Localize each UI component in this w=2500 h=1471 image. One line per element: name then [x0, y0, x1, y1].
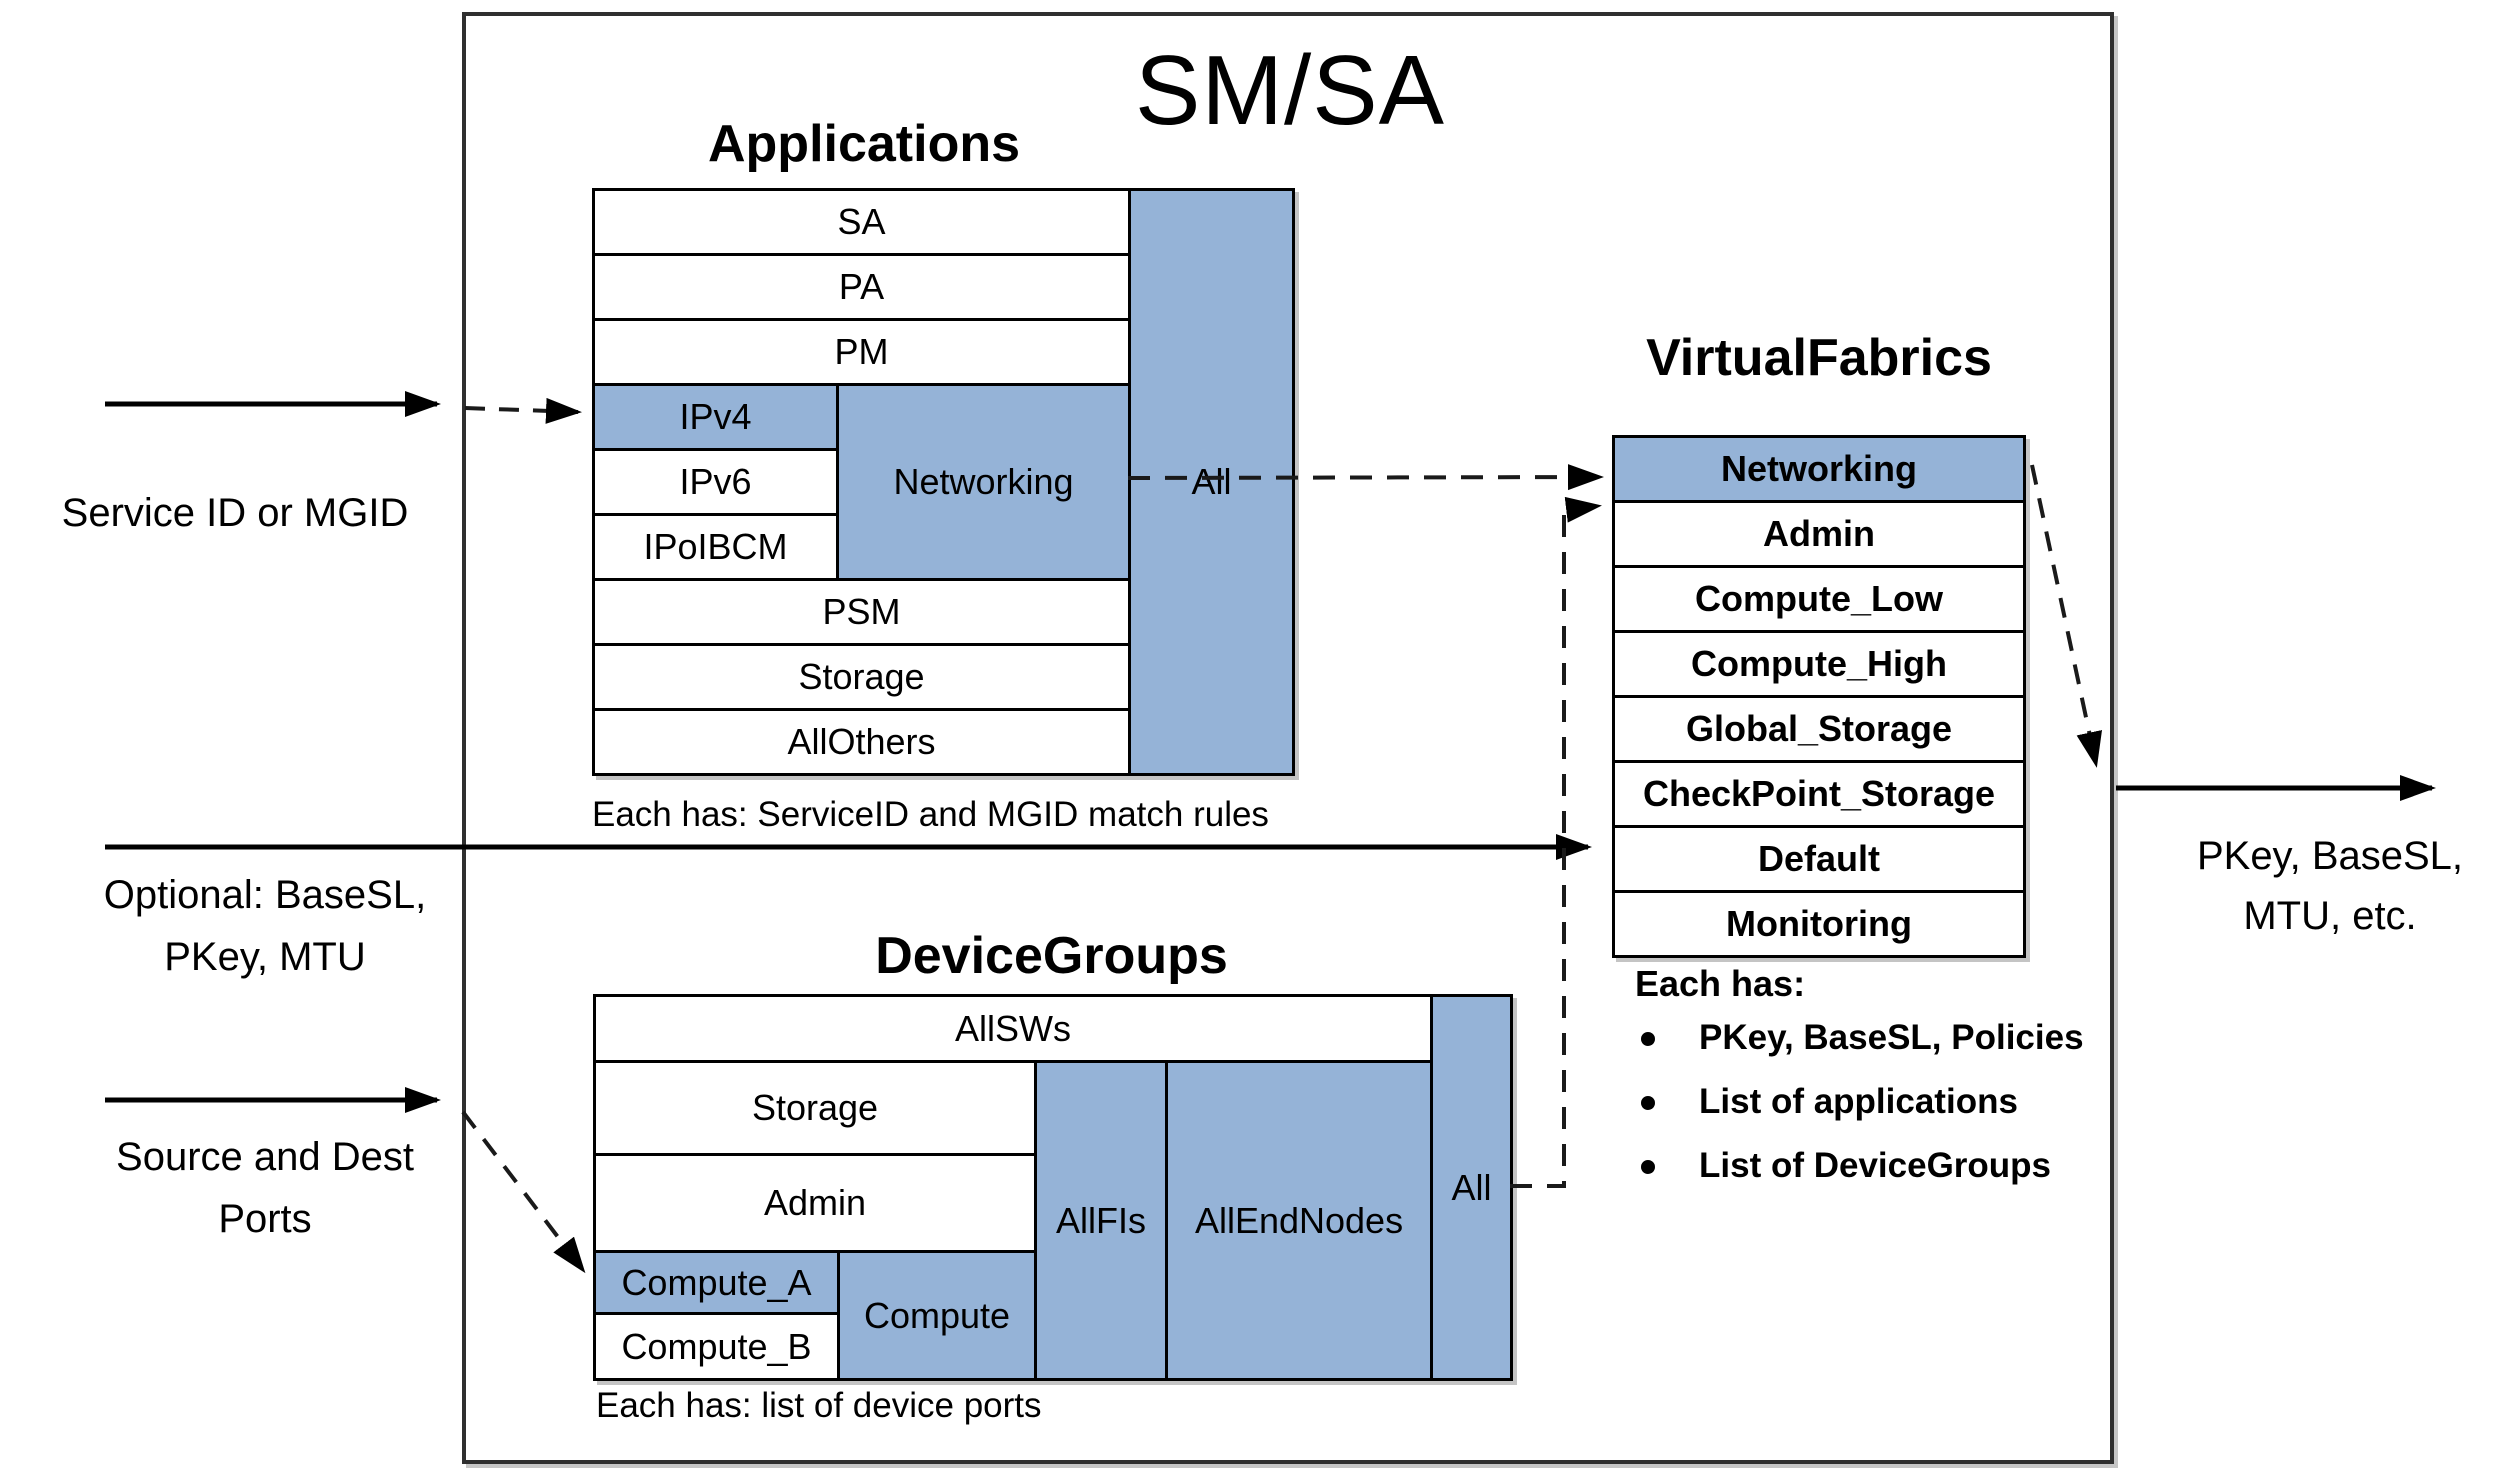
app-cell-pa: PA	[592, 253, 1131, 321]
vf-row-global-storage: Global_Storage	[1612, 695, 2026, 763]
vf-row-networking: Networking	[1612, 435, 2026, 503]
dg-cell-allfis: AllFIs	[1034, 1060, 1168, 1381]
dg-cell-storage: Storage	[593, 1060, 1037, 1156]
app-cell-ipv6: IPv6	[592, 448, 839, 516]
app-cell-allothers: AllOthers	[592, 708, 1131, 776]
devicegroups-table: AllSWs Storage Admin Compute_A Compute_B…	[593, 994, 1513, 1381]
optional-label: Optional: BaseSL, PKey, MTU	[103, 873, 427, 979]
dg-cell-all: All	[1430, 994, 1513, 1381]
bullet-item: List of applications	[1635, 1082, 2084, 1122]
virtualfabrics-table: Networking Admin Compute_Low Compute_Hig…	[1612, 435, 2026, 958]
virtualfabrics-each-has: Each has:	[1635, 963, 1806, 1004]
bullet-dot-icon	[1641, 1160, 1655, 1174]
virtualfabrics-bullets: PKey, BaseSL, Policies List of applicati…	[1635, 1018, 2084, 1210]
applications-table: SA PA PM IPv4 IPv6 IPoIBCM Networking PS…	[592, 188, 1295, 776]
dg-cell-compute-b: Compute_B	[593, 1312, 840, 1381]
vf-row-compute-high: Compute_High	[1612, 630, 2026, 698]
devicegroups-caption: Each has: list of device ports	[596, 1386, 1042, 1425]
smsa-title: SM/SA	[1135, 35, 1445, 145]
smsa-box	[462, 12, 2114, 1464]
vf-row-compute-low: Compute_Low	[1612, 565, 2026, 633]
app-cell-networking: Networking	[836, 383, 1131, 581]
bullet-dot-icon	[1641, 1032, 1655, 1046]
output-label: PKey, BaseSL, MTU, etc.	[2196, 834, 2464, 938]
app-cell-ipoibcm: IPoIBCM	[592, 513, 839, 581]
vf-row-admin: Admin	[1612, 500, 2026, 568]
virtualfabrics-heading: VirtualFabrics	[1646, 329, 1992, 387]
dg-cell-compute-a: Compute_A	[593, 1250, 840, 1315]
app-cell-sa: SA	[592, 188, 1131, 256]
bullet-dot-icon	[1641, 1096, 1655, 1110]
service-id-label: Service ID or MGID	[61, 491, 409, 535]
dg-cell-admin: Admin	[593, 1153, 1037, 1253]
bullet-item: PKey, BaseSL, Policies	[1635, 1018, 2084, 1058]
applications-caption: Each has: ServiceID and MGID match rules	[592, 795, 1269, 834]
bullet-item: List of DeviceGroups	[1635, 1146, 2084, 1186]
source-dest-label: Source and Dest Ports	[116, 1135, 414, 1241]
devicegroups-heading: DeviceGroups	[875, 927, 1228, 985]
app-cell-psm: PSM	[592, 578, 1131, 646]
app-cell-storage: Storage	[592, 643, 1131, 711]
dg-cell-allsws: AllSWs	[593, 994, 1433, 1063]
app-cell-ipv4: IPv4	[592, 383, 839, 451]
applications-heading: Applications	[707, 115, 1021, 173]
vf-row-checkpoint-storage: CheckPoint_Storage	[1612, 760, 2026, 828]
vf-row-default: Default	[1612, 825, 2026, 893]
dg-cell-allendnodes: AllEndNodes	[1165, 1060, 1433, 1381]
app-cell-pm: PM	[592, 318, 1131, 386]
app-cell-all: All	[1128, 188, 1295, 776]
dg-cell-compute: Compute	[837, 1250, 1037, 1381]
vf-row-monitoring: Monitoring	[1612, 890, 2026, 958]
